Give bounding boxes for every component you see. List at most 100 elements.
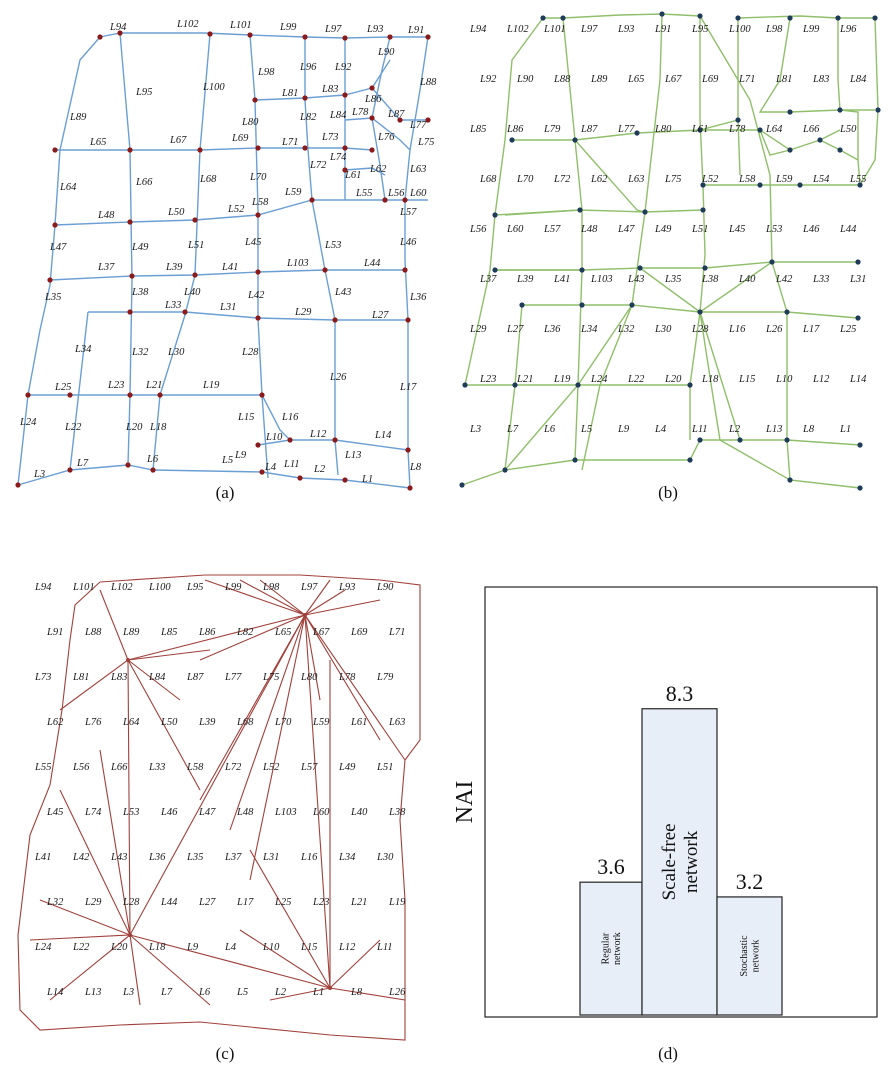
panel-a-link-label: L77 xyxy=(409,120,427,131)
panel-c-link-label: L11 xyxy=(376,942,393,953)
panel-a-link-label: L9 xyxy=(234,450,247,461)
panel-b-link-label: L51 xyxy=(691,224,708,235)
panel-b-node xyxy=(697,309,703,315)
chart-frame xyxy=(484,586,878,1018)
panel-b-node xyxy=(817,137,823,143)
panel-a-link-label: L100 xyxy=(202,82,225,93)
panel-a-link-label: L48 xyxy=(97,210,115,221)
panel-a-link-label: L32 xyxy=(131,347,149,358)
panel-b-link-label: L12 xyxy=(812,374,830,385)
panel-a-node xyxy=(127,147,133,153)
panel-c-link-label: L89 xyxy=(122,627,140,638)
panel-b-link-label: L55 xyxy=(849,174,866,185)
panel-a-node xyxy=(259,469,265,475)
panel-c-link-label: L10 xyxy=(262,942,280,953)
panel-b-link-label: L50 xyxy=(839,124,857,135)
panel-c-link-label: L25 xyxy=(274,897,291,908)
panel-c-link-label: L49 xyxy=(338,762,356,773)
panel-a-node xyxy=(369,115,375,121)
panel-c-link-label: L6 xyxy=(198,987,211,998)
panel-c-link-label: L5 xyxy=(236,987,248,998)
panel-a-link-label: L21 xyxy=(145,380,162,391)
panel-a-link-label: L38 xyxy=(131,287,149,298)
panel-a-node xyxy=(342,35,348,41)
panel-b-node xyxy=(642,209,648,215)
panel-c-link-label: L45 xyxy=(46,807,63,818)
panel-a-link-label: L103 xyxy=(286,258,309,269)
panel-b-link xyxy=(574,139,646,213)
panel-a-link-label: L37 xyxy=(97,262,115,273)
panel-a-link-label: L76 xyxy=(377,132,395,143)
panel-b-link xyxy=(581,13,663,471)
panel-c-link-label: L70 xyxy=(274,717,292,728)
panel-a-link-label: L49 xyxy=(131,242,149,253)
panel-b-link-label: L45 xyxy=(728,224,745,235)
panel-b-link xyxy=(699,311,861,489)
panel-c-hub-node xyxy=(128,933,132,937)
panel-c-link-label: L59 xyxy=(312,717,330,728)
panel-c-link-label: L88 xyxy=(84,627,102,638)
panel-a-link-label: L82 xyxy=(299,112,317,123)
panel-c-link-label: L63 xyxy=(388,717,405,728)
panel-b-node xyxy=(702,265,708,271)
panel-a-link-label: L68 xyxy=(199,174,217,185)
panel-c-link xyxy=(304,614,321,701)
panel-a-node xyxy=(67,467,73,473)
panel-a-node xyxy=(255,315,261,321)
panel-a-node xyxy=(129,273,135,279)
panel-c-link-label: L1 xyxy=(312,987,324,998)
panel-b-node xyxy=(492,267,498,273)
panel-d-nai-bar-chart: NAI 3.6Regularnetwork8.3Scale-freenetwor… xyxy=(452,586,878,1018)
panel-b-link-label: L21 xyxy=(516,374,533,385)
panel-b-link-label: L30 xyxy=(654,324,672,335)
panel-a-node xyxy=(157,392,163,398)
panel-a-link-label: L17 xyxy=(399,382,417,393)
panel-b-node xyxy=(857,442,863,448)
panel-a-link-label: L30 xyxy=(167,347,185,358)
panel-b-link-label: L56 xyxy=(469,224,487,235)
panel-b-link-label: L32 xyxy=(617,324,635,335)
panel-c-link xyxy=(329,987,406,1001)
panel-c-hub-node xyxy=(126,658,130,662)
panel-b-link xyxy=(504,209,704,216)
panel-c-link xyxy=(249,614,306,881)
panel-b-link-label: L86 xyxy=(506,124,524,135)
panel-c-link-label: L47 xyxy=(198,807,216,818)
panel-c-link xyxy=(59,789,131,936)
panel-b-node xyxy=(700,207,706,213)
panel-b-node xyxy=(787,477,793,483)
panel-a-link xyxy=(69,311,89,471)
panel-a-link-label: L44 xyxy=(363,258,381,269)
panel-b-link-label: L18 xyxy=(701,374,719,385)
panel-c-link-label: L19 xyxy=(388,897,406,908)
panel-b-link-label: L79 xyxy=(543,124,561,135)
panel-b-link-label: L49 xyxy=(654,224,672,235)
panel-a-node xyxy=(127,309,133,315)
panel-a-link-label: L39 xyxy=(165,262,183,273)
panel-b-link-label: L26 xyxy=(765,324,783,335)
panel-b-link-label: L27 xyxy=(506,324,524,335)
panel-c-link-label: L90 xyxy=(376,582,394,593)
panel-c-link-label: L9 xyxy=(186,942,199,953)
panel-c-link xyxy=(99,749,131,936)
panel-a-link-label: L53 xyxy=(324,240,341,251)
panel-b-link-label: L100 xyxy=(728,24,751,35)
panel-a-node xyxy=(402,197,408,203)
bar-category-label: Scale-freenetwork xyxy=(659,823,702,900)
panel-b-link-label: L38 xyxy=(701,274,719,285)
panel-c-link-label: L24 xyxy=(34,942,52,953)
panel-c-hub-node xyxy=(328,986,332,990)
panel-b-node xyxy=(784,437,790,443)
panel-b-link-label: L72 xyxy=(553,174,571,185)
panel-c-link-label: L98 xyxy=(262,582,280,593)
panel-a-link-label: L83 xyxy=(321,84,338,95)
panel-a-link-label: L60 xyxy=(409,188,427,199)
panel-a-link-label: L97 xyxy=(324,24,342,35)
panel-c-link-label: L38 xyxy=(388,807,406,818)
panel-c-link-label: L44 xyxy=(160,897,178,908)
panel-c-link xyxy=(39,899,131,936)
panel-c-link-label: L100 xyxy=(148,582,171,593)
panel-b-link-label: L29 xyxy=(469,324,487,335)
panel-c-outline xyxy=(17,574,421,1041)
